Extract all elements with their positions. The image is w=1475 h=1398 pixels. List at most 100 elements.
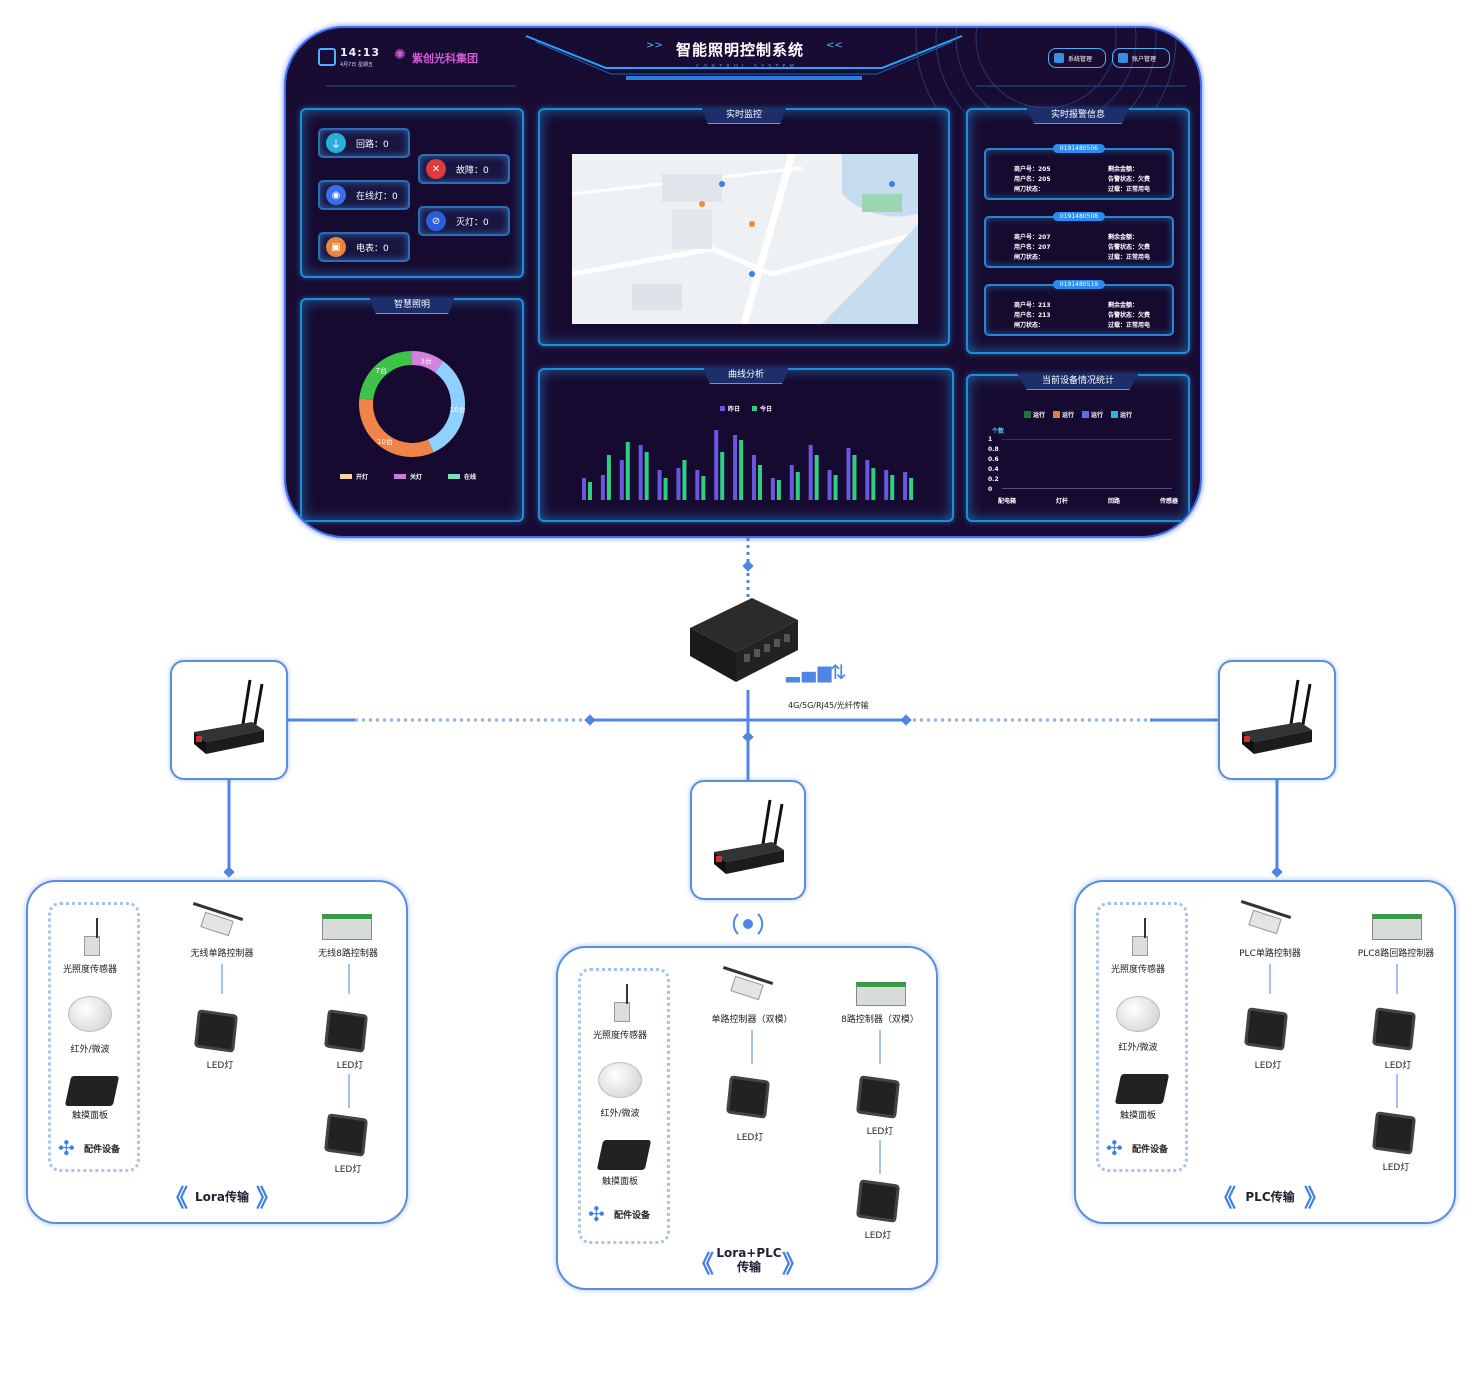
touch-panel-icon xyxy=(1114,1074,1170,1104)
legend-swatch xyxy=(448,474,461,479)
accessory-label: 红外/微波 xyxy=(1118,1043,1158,1053)
gateway-right[interactable] xyxy=(1218,660,1336,780)
legend-label: 运行 xyxy=(1120,412,1133,419)
company-name: 紫创光科集团 xyxy=(412,52,478,65)
accessory-box xyxy=(48,902,140,1172)
bar-yesterday xyxy=(676,468,681,500)
accessory-label: 光照度传感器 xyxy=(62,965,118,975)
system-manage-button[interactable]: 系统管理 xyxy=(1048,48,1106,68)
alarm-card-1[interactable]: 0191480506 商户号：205 用户名：205 闸刀状态： 剩余金额： 告… xyxy=(984,144,1174,200)
y-tick: 0.4 xyxy=(988,466,999,473)
grid-lines xyxy=(1002,439,1172,489)
led-label: LED灯 xyxy=(864,1231,892,1241)
stat-online[interactable]: ◉ 在线灯：0 xyxy=(318,180,410,210)
link-line xyxy=(751,1030,753,1064)
stat-meter-label: 电表：0 xyxy=(356,243,389,254)
map-view[interactable] xyxy=(572,154,918,324)
alarm-balance: 剩余金额： xyxy=(1108,234,1139,241)
alarm-balance: 剩余金额： xyxy=(1108,302,1139,309)
alarm-card-2[interactable]: 0191480508 商户号：207 用户名：207 闸刀状态： 剩余金额： 告… xyxy=(984,212,1174,268)
alarm-balance: 剩余金额： xyxy=(1108,166,1139,173)
legend-swatch xyxy=(394,474,407,479)
transport-label: 4G/5G/RJ45/光纤传输 xyxy=(788,701,869,710)
alarm-state: 告警状态：欠费 xyxy=(1108,176,1151,183)
led-label: LED灯 xyxy=(206,1061,234,1071)
ir-sensor-icon xyxy=(598,1062,642,1098)
curve-bar-chart xyxy=(582,430,914,500)
page-subtitle: CONTROL SYSTEM xyxy=(696,64,798,70)
bar-today xyxy=(776,480,781,500)
y-tick: 0.6 xyxy=(988,456,999,463)
led-label: LED灯 xyxy=(1254,1061,1282,1071)
controller-label: PLC8路回路控制器 xyxy=(1357,949,1435,959)
legend-label: 运行 xyxy=(1062,412,1075,419)
link-line xyxy=(879,1140,881,1174)
x-tick: 传感器 xyxy=(1159,498,1178,505)
bar-yesterday xyxy=(865,460,870,500)
bar-yesterday xyxy=(600,475,605,500)
stat-loop[interactable]: ⏚ 回路：0 xyxy=(318,128,410,158)
router-icon xyxy=(194,679,264,754)
bar-today xyxy=(663,478,668,500)
link-line xyxy=(1269,964,1271,994)
bar-yesterday xyxy=(733,435,738,500)
legend-swatch xyxy=(752,406,758,411)
accessory-tools-icon: ✣ xyxy=(1106,1136,1123,1160)
bar-today xyxy=(739,440,744,500)
donut-slice xyxy=(359,351,413,401)
stat-meter[interactable]: ▣ 电表：0 xyxy=(318,232,410,262)
alarm-user-name: 用户名：207 xyxy=(1014,244,1051,251)
bar-today xyxy=(758,465,762,500)
accessory-label: 触摸面板 xyxy=(601,1177,639,1187)
legend-item: 运行 xyxy=(1082,410,1103,419)
bar-yesterday xyxy=(638,445,643,500)
controller-label: 8路控制器（双模） xyxy=(841,1015,919,1025)
transport-type: Lora+PLC 传输 xyxy=(716,1246,782,1274)
donut-slice xyxy=(359,398,434,457)
chevron-left-icon: 《 xyxy=(1212,1184,1236,1212)
legend-label: 今日 xyxy=(760,406,773,413)
bar-today xyxy=(720,452,725,500)
gateway-center[interactable] xyxy=(690,780,806,900)
clock-time: 14:13 xyxy=(340,46,381,59)
link-line xyxy=(1396,1074,1398,1108)
legend-label: 昨日 xyxy=(728,406,741,413)
legend-swatch xyxy=(1111,411,1119,418)
alarm-id: 0191480506 xyxy=(1052,144,1106,153)
bar-yesterday xyxy=(695,470,700,500)
bar-today xyxy=(814,455,819,500)
accessory-label: 配件设备 xyxy=(1132,1145,1169,1155)
accessory-tools-icon: ✣ xyxy=(58,1136,75,1160)
bar-yesterday xyxy=(789,465,794,500)
stat-off[interactable]: ⊘ 灭灯：0 xyxy=(418,206,510,236)
legend-label: 运行 xyxy=(1033,412,1046,419)
led-label: LED灯 xyxy=(1384,1061,1412,1071)
legend-item: 运行 xyxy=(1024,410,1045,419)
clock-icon xyxy=(318,48,336,66)
touch-panel-icon xyxy=(596,1140,652,1170)
online-lamp-icon: ◉ xyxy=(326,185,346,205)
single-controller-icon xyxy=(722,966,774,1004)
bar-today xyxy=(795,472,800,500)
led-lamp-icon xyxy=(1244,1007,1288,1051)
x-tick: 配电箱 xyxy=(998,498,1017,505)
link-line xyxy=(348,964,350,994)
single-controller-icon xyxy=(192,902,244,940)
alarm-state: 告警状态：欠费 xyxy=(1108,244,1151,251)
x-tick: 回路 xyxy=(1107,498,1120,505)
signal-bars-icon: ▂▄▆ xyxy=(786,662,834,683)
light-sensor-icon xyxy=(80,918,102,958)
led-label: LED灯 xyxy=(1382,1163,1410,1173)
stat-fault[interactable]: ✕ 故障：0 xyxy=(418,154,510,184)
account-manage-button[interactable]: 账户管理 xyxy=(1112,48,1170,68)
company-logo-icon: ✺ xyxy=(394,47,406,63)
gateway-left[interactable] xyxy=(170,660,288,780)
alarm-user-no: 商户号：205 xyxy=(1014,166,1051,173)
legend-swatch xyxy=(1024,411,1031,418)
bar-yesterday xyxy=(752,455,756,500)
alarm-card-3[interactable]: 0191480519 商户号：213 用户名：213 闸刀状态： 剩余金额： 告… xyxy=(984,280,1174,336)
led-label: LED灯 xyxy=(334,1165,362,1175)
led-lamp-icon xyxy=(194,1009,238,1053)
